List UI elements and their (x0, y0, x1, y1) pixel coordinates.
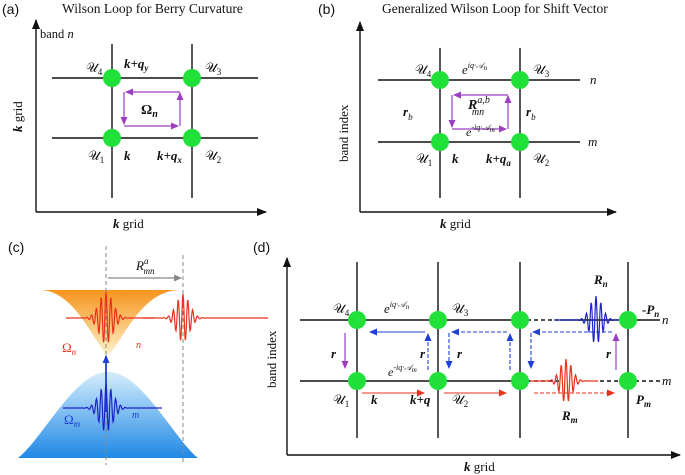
grid-node (103, 129, 121, 147)
grid-node (429, 372, 447, 390)
grid-node (619, 311, 637, 329)
grid-node (348, 372, 366, 390)
panel-a-x-axis-label: k grid (113, 216, 144, 231)
label-k-qy: k+qy (124, 56, 149, 73)
wave-packet-lower (63, 383, 162, 431)
bottom-phase-label: e-iq·𝒜m (388, 363, 417, 379)
panel-a-band-label: band n (40, 27, 74, 41)
corner-u3: 𝒰3 (205, 60, 222, 77)
right-rb-label: rb (526, 104, 536, 122)
corner-u2: 𝒰2 (452, 392, 468, 409)
panel-a: (a) Wilson Loop for Berry Curvature band… (2, 1, 267, 231)
label-k-qa: k+qa (486, 151, 511, 168)
label-Rn: Rn (593, 272, 608, 289)
grid-node (511, 133, 529, 151)
panel-b: (b) Generalized Wilson Loop for Shift Ve… (318, 1, 617, 231)
row-label-n: n (590, 72, 597, 87)
band-m-label: m (132, 410, 139, 421)
panel-d-x-axis-label: k grid (464, 459, 495, 474)
panel-d-tag: (d) (253, 239, 270, 255)
panel-a-tag: (a) (2, 1, 19, 17)
grid-node (431, 71, 449, 89)
panel-a-y-axis-label: k grid (10, 101, 25, 132)
panel-d: (d) k grid band index n m (253, 239, 681, 474)
grid-node (511, 311, 529, 329)
r-label: r (331, 346, 337, 361)
panel-a-title: Wilson Loop for Berry Curvature (62, 1, 243, 16)
grid-node (429, 311, 447, 329)
panel-d-y-axis-label: band index (264, 330, 279, 388)
label-k: k (124, 148, 131, 163)
corner-u1: 𝒰1 (416, 151, 432, 168)
label-k: k (452, 151, 459, 166)
panel-c-tag: (c) (8, 239, 24, 255)
label-Pm: Pm (636, 392, 651, 409)
r-label: r (420, 346, 426, 361)
grid-node (619, 372, 637, 390)
center-omega-n: Ωn (141, 103, 158, 120)
label-k-q: k+q (410, 392, 431, 407)
band-n-label: n (136, 340, 141, 351)
corner-u3: 𝒰3 (452, 301, 469, 318)
row-label-m: m (588, 134, 597, 149)
omega-n-label: Ωn (62, 340, 77, 357)
corner-u3: 𝒰3 (533, 62, 550, 79)
grid-node (348, 311, 366, 329)
label-k: k (371, 392, 378, 407)
grid-node (183, 129, 201, 147)
top-phase-label: eiq·𝒜n (462, 61, 488, 77)
top-phase-label: eiq·𝒜n (384, 300, 410, 316)
bottom-phase-label: e-iq·𝒜m (466, 123, 495, 139)
panel-b-tag: (b) (318, 1, 335, 17)
row-label-n: n (662, 312, 669, 327)
panel-b-x-axis-label: k grid (440, 216, 471, 231)
corner-u2: 𝒰2 (533, 151, 549, 168)
row-label-m: m (662, 373, 671, 388)
wave-packet-upper (66, 291, 154, 343)
grid-node (511, 372, 529, 390)
wave-packet-upper-shifted (143, 293, 268, 341)
corner-u1: 𝒰1 (333, 392, 349, 409)
panel-b-title: Generalized Wilson Loop for Shift Vector (382, 1, 608, 16)
grid-node (511, 71, 529, 89)
panel-b-y-axis-label: band index (336, 104, 351, 162)
label-minus-Pn: -Pn (642, 302, 659, 319)
grid-node (183, 69, 201, 87)
grid-node (103, 69, 121, 87)
label-k-qx: k+qx (157, 148, 182, 165)
corner-u2: 𝒰2 (205, 148, 221, 165)
corner-u4: 𝒰4 (86, 60, 103, 77)
left-rb-label: rb (403, 104, 413, 122)
corner-u4: 𝒰4 (333, 301, 350, 318)
corner-u1: 𝒰1 (88, 148, 104, 165)
r-label: r (457, 346, 463, 361)
label-Rm: Rm (561, 408, 578, 425)
corner-u4: 𝒰4 (415, 62, 432, 79)
r-label: r (606, 346, 612, 361)
wave-packet-Rm (530, 358, 598, 402)
grid-node (431, 133, 449, 151)
